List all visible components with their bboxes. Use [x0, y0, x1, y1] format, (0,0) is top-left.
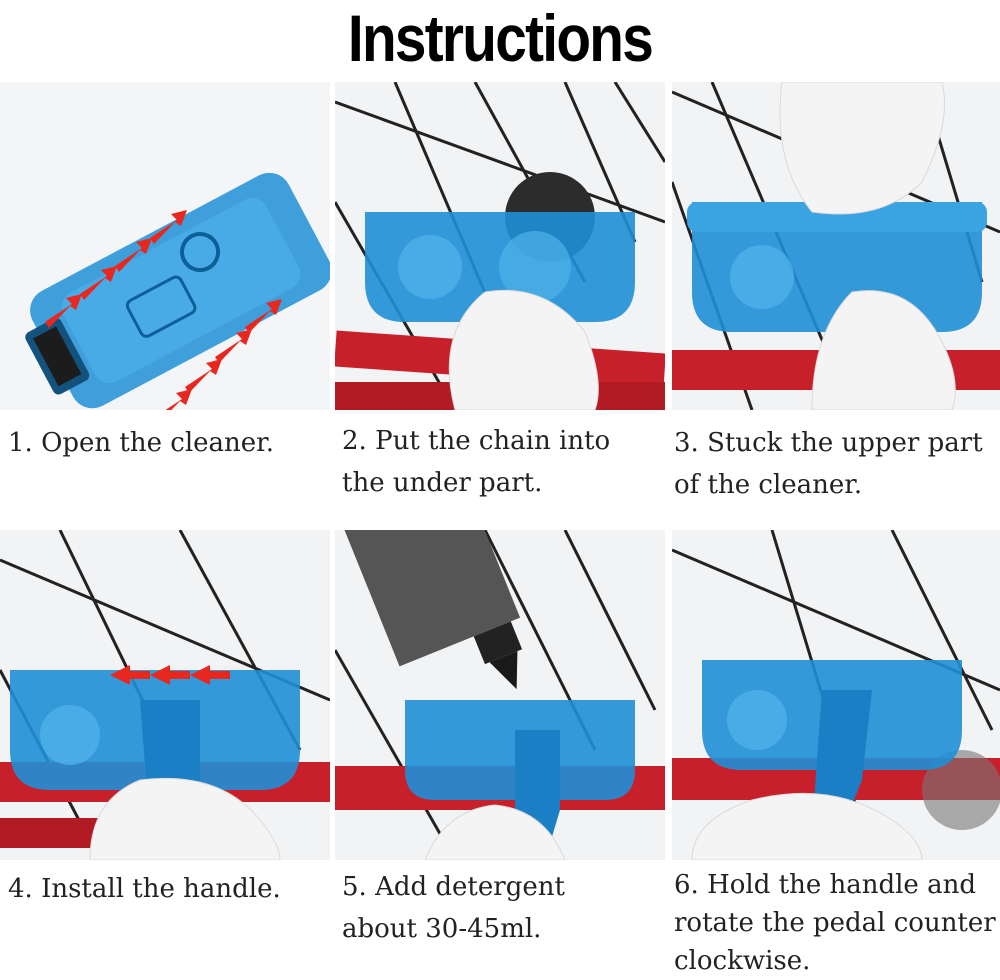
step-2-caption: 2. Put the chain into the under part.	[342, 426, 611, 498]
arrow-icon	[45, 210, 282, 410]
arrow-icon	[110, 665, 230, 685]
step-1-caption: 1. Open the cleaner.	[8, 428, 275, 458]
step-2-photo	[335, 82, 665, 410]
step-6-caption: 6. Hold the handle and rotate the pedal …	[674, 870, 996, 976]
step-3-photo	[672, 82, 1000, 410]
step-1-photo	[0, 82, 330, 410]
page-title: Instructions	[347, 1, 654, 75]
step-4-caption: 4. Install the handle.	[8, 874, 281, 904]
step-6-photo	[672, 530, 1000, 860]
step-5-caption: 5. Add detergent about 30-45ml.	[342, 872, 565, 944]
step-5-photo	[335, 530, 665, 860]
step-4-photo	[0, 530, 330, 860]
step-3-caption: 3. Stuck the upper part of the cleaner.	[674, 428, 983, 500]
